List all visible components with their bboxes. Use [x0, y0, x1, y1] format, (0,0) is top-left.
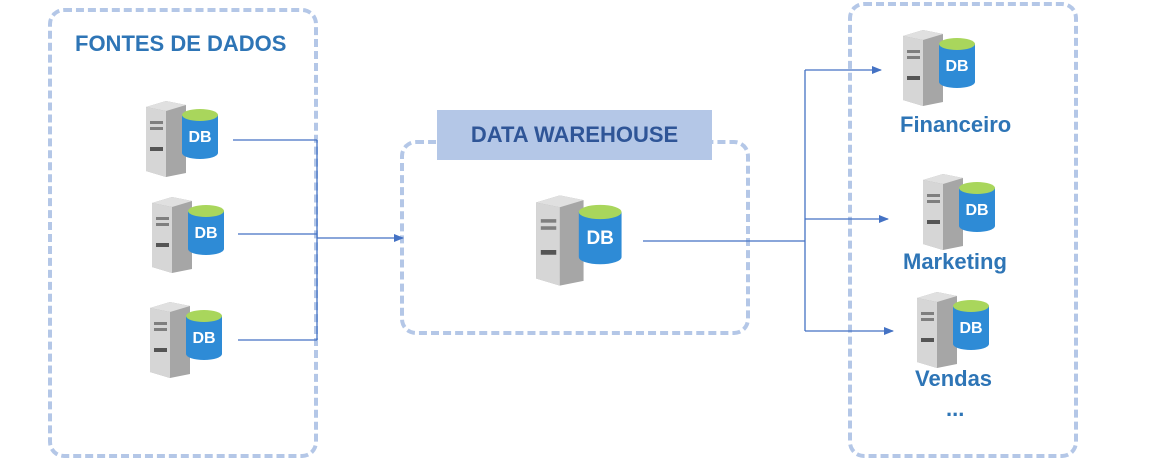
data-warehouse-title: DATA WAREHOUSE [437, 110, 712, 160]
db-badge: DB [965, 202, 988, 219]
db-badge: DB [188, 129, 211, 146]
db-badge: DB [192, 330, 215, 347]
data-sources-group [48, 8, 318, 458]
db-badge: DB [959, 320, 982, 337]
marketing-label: Marketing [903, 249, 1007, 274]
warehouse-database-server-icon: DB [536, 195, 622, 286]
database-server-icon: DB [146, 101, 218, 177]
marketing-database-server-icon: DB [923, 174, 995, 250]
db-badge: DB [194, 225, 217, 242]
db-badge: DB [586, 228, 613, 249]
database-server-icon: DB [150, 302, 222, 378]
data-sources-title: FONTES DE DADOS [75, 31, 287, 56]
financeiro-label: Financeiro [900, 112, 1012, 137]
database-server-icon: DB [152, 197, 224, 273]
vendas-database-server-icon: DB [917, 292, 989, 368]
financeiro-database-server-icon: DB [903, 30, 975, 106]
data-warehouse-title-text: DATA WAREHOUSE [470, 122, 679, 147]
db-badge: DB [945, 58, 968, 75]
more-marts-ellipsis: ... [946, 396, 965, 421]
data-marts-group [848, 2, 1078, 458]
vendas-label: Vendas [915, 366, 993, 391]
